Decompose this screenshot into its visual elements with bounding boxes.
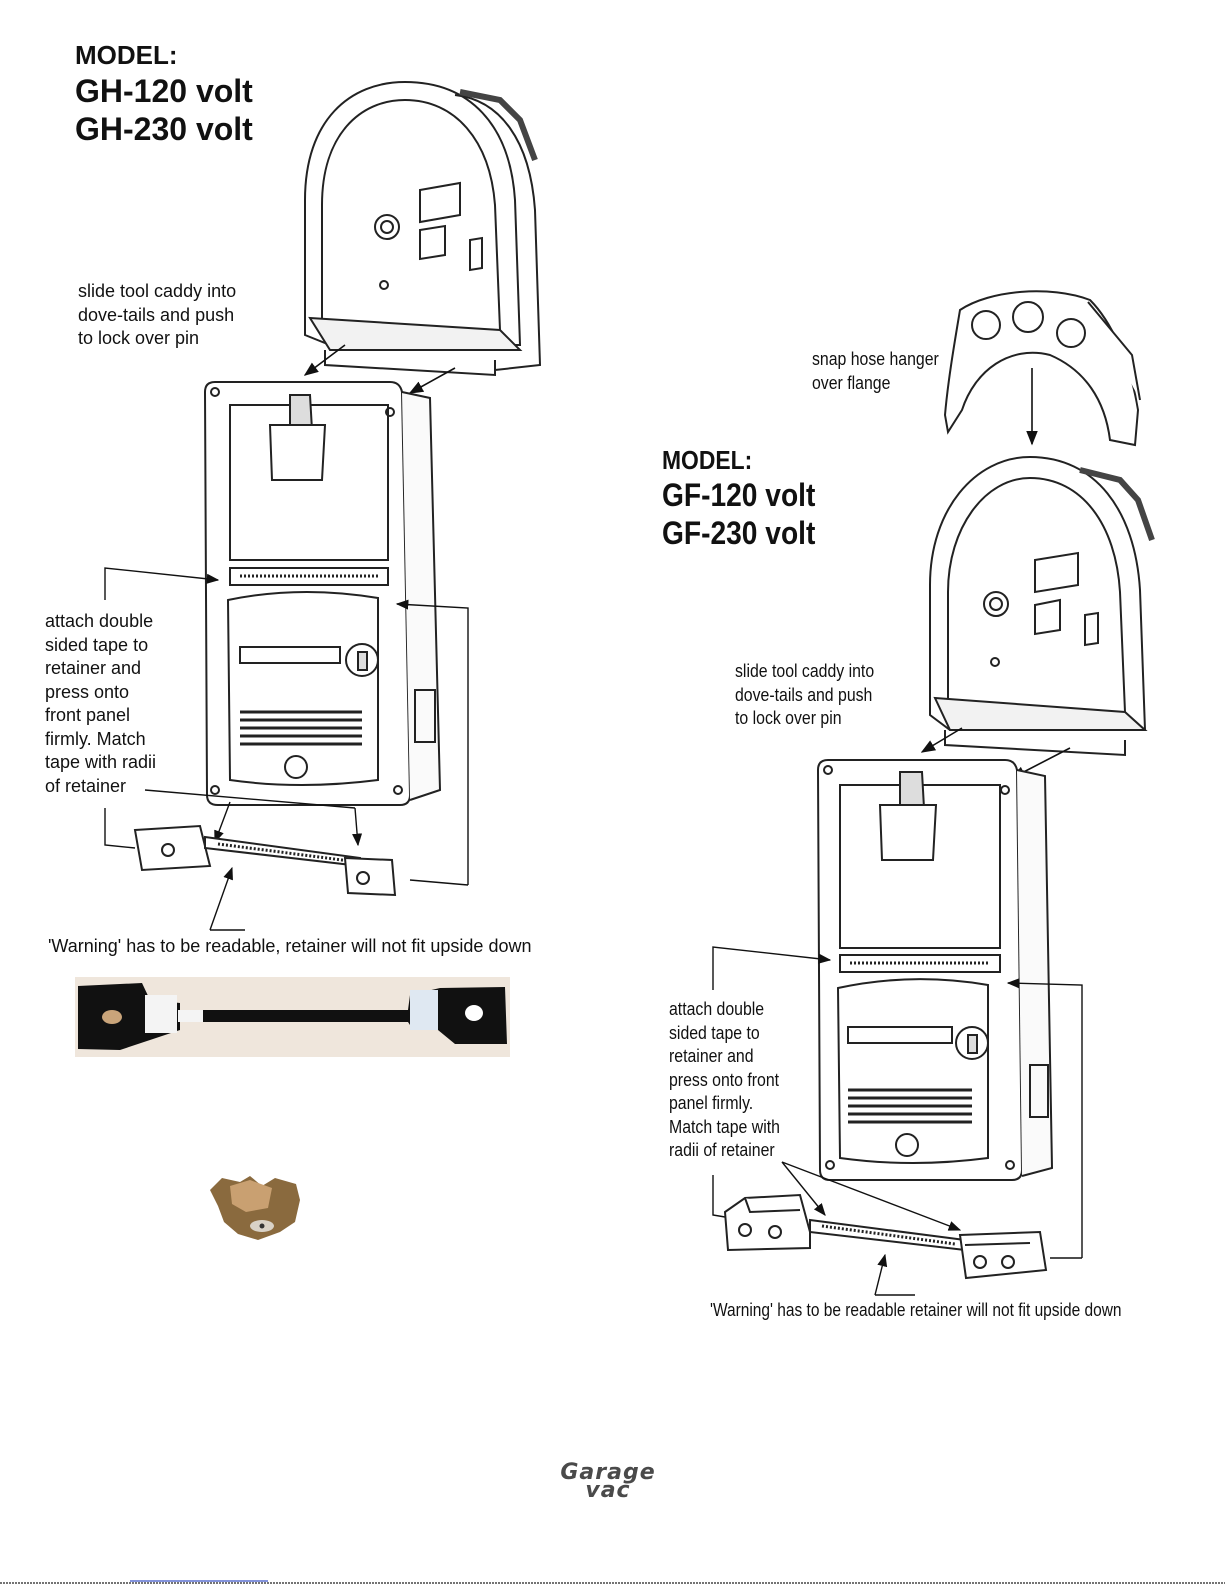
left-model-line-2: GH-230 volt <box>75 111 253 147</box>
tool-caddy-left <box>304 80 542 377</box>
right-warning-note: 'Warning' has to be readable retainer wi… <box>710 1300 1122 1320</box>
right-model-label: MODEL: <box>662 445 753 475</box>
retainer-drawing-left <box>133 824 397 897</box>
retainer-photo <box>75 977 510 1057</box>
right-hanger-note: snap hose hanger over flange <box>812 349 939 393</box>
right-model-line-2: GF-230 volt <box>662 515 816 551</box>
logo-line-1: Garage <box>560 1460 656 1485</box>
right-tape-note: attach double sided tape to retainer and… <box>669 999 780 1160</box>
right-caddy-note: slide tool caddy into dove-tails and pus… <box>735 661 875 728</box>
left-tape-note: attach double sided tape to retainer and… <box>45 611 157 796</box>
retainer-drawing-right <box>723 1193 1048 1280</box>
left-caddy-note: slide tool caddy into dove-tails and pus… <box>78 281 237 348</box>
vacuum-unit-right <box>816 759 1054 1181</box>
left-model-block: MODEL: GH-120 volt GH-230 volt <box>75 38 253 148</box>
hose-hanger <box>943 290 1141 447</box>
left-model-line-1: GH-120 volt <box>75 73 253 109</box>
tool-caddy-right <box>929 455 1155 757</box>
logo-line-2: vac <box>585 1478 631 1503</box>
right-model-line-1: GF-120 volt <box>662 477 816 513</box>
vacuum-unit-left <box>203 381 442 806</box>
left-warning-note: 'Warning' has to be readable, retainer w… <box>48 936 532 956</box>
left-model-label: MODEL: <box>75 40 178 70</box>
right-model-block: MODEL: GF-120 volt GF-230 volt <box>662 444 815 552</box>
garage-vac-logo: Garage vac <box>548 1462 668 1502</box>
clip-photo <box>210 1176 300 1240</box>
